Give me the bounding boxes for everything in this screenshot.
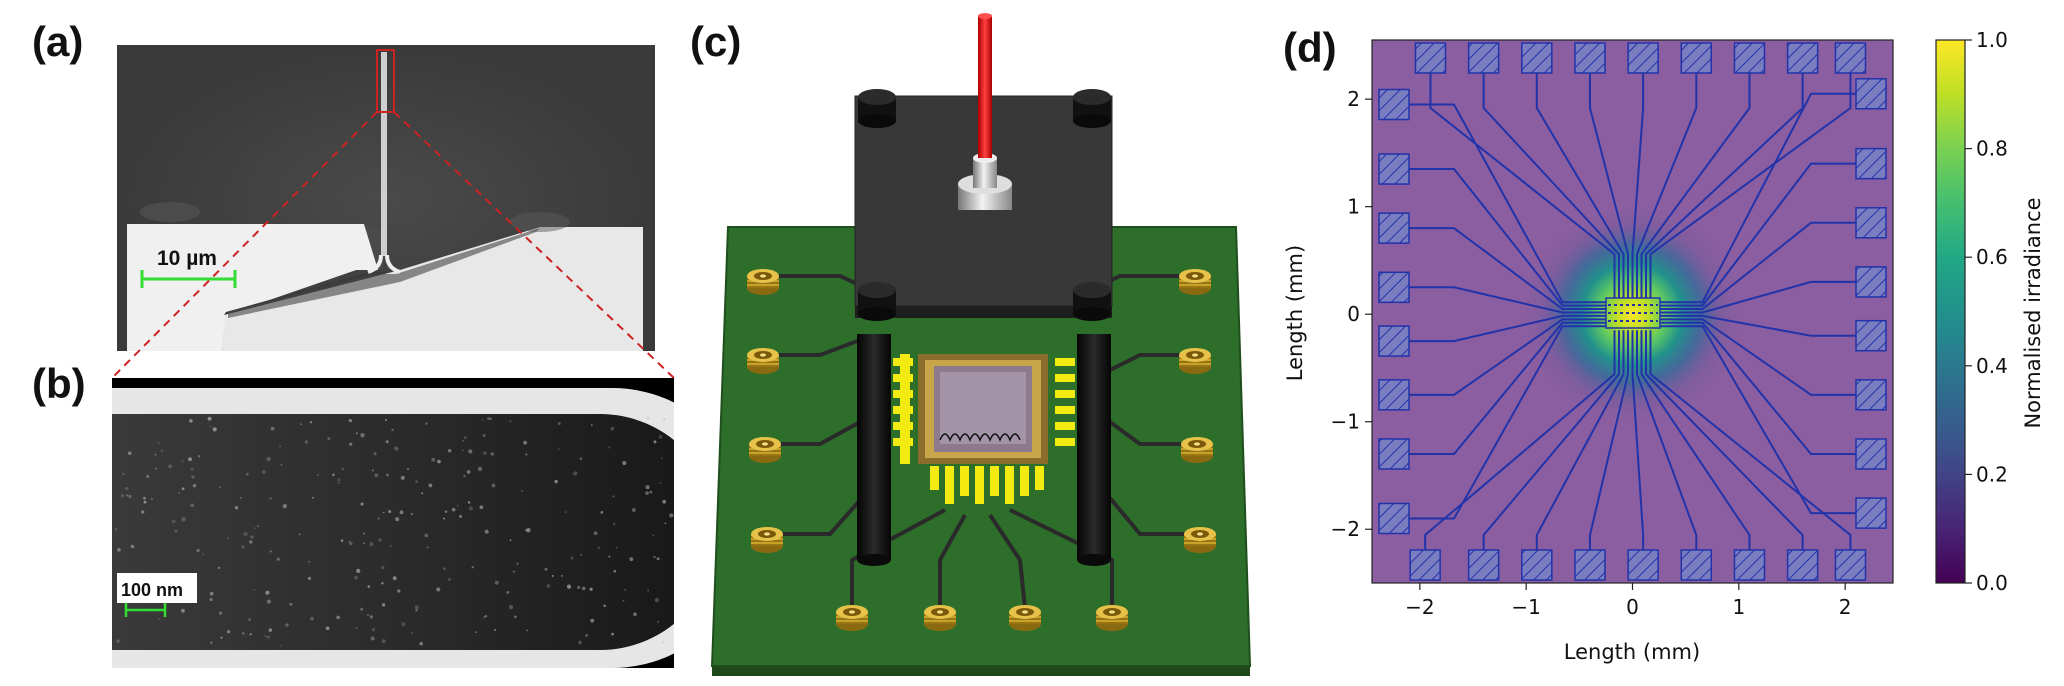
center-electrodes <box>1605 297 1661 329</box>
sma-connector <box>749 437 781 463</box>
corner-posts <box>858 89 1111 321</box>
colorbar-tick-label: 0.6 <box>1976 245 2008 269</box>
contact-pad-bottom <box>1409 549 1441 581</box>
contact-pad-top <box>1467 42 1500 74</box>
colorbar: 0.0 0.2 0.4 0.6 0.8 1.0 Normalised irradiance <box>1935 28 2045 595</box>
x-tick-label: −2 <box>1405 595 1434 619</box>
contact-pad-bottom <box>1733 549 1766 581</box>
sma-connector <box>1179 348 1211 374</box>
contact-pad-top <box>1786 42 1819 74</box>
colorbar-tick-label: 0.8 <box>1976 137 2008 161</box>
contact-pad-top <box>1733 42 1766 74</box>
sma-connector <box>836 605 868 631</box>
pcb-traces <box>763 274 1200 609</box>
panel-b-letter: (b) <box>32 360 86 407</box>
contact-pad-bottom <box>1467 549 1500 581</box>
x-tick-label: 2 <box>1839 595 1852 619</box>
contact-pad-bottom <box>1680 549 1713 581</box>
contact-pad-right <box>1855 379 1887 411</box>
x-tick-label: 1 <box>1732 595 1745 619</box>
contact-pad-left <box>1378 438 1410 470</box>
device-render <box>710 13 1252 676</box>
y-axis-label: Length (mm) <box>1283 245 1307 381</box>
sem-image-b <box>112 378 674 668</box>
beam-spot <box>1520 202 1745 426</box>
contact-pad-top <box>1521 42 1553 74</box>
electrode-right <box>222 227 643 351</box>
y-tick-label: 1 <box>1347 195 1360 219</box>
contact-pad-bottom <box>1627 549 1659 581</box>
sma-connector <box>1181 437 1213 463</box>
contact-pad-right <box>1855 266 1887 298</box>
contact-pad-top <box>1627 42 1659 74</box>
irradiance-plot: −2 −1 0 1 2 2 1 0 −1 −2 Length (mm) Length (mm) <box>1283 39 1894 664</box>
sma-connector <box>747 348 779 374</box>
sma-connector <box>924 605 956 631</box>
sma-connector <box>1009 605 1041 631</box>
contact-pad-right <box>1855 319 1887 352</box>
zoom-box <box>376 49 395 113</box>
sem-image-a <box>117 45 655 351</box>
panel-c-letter: (c) <box>690 18 742 65</box>
contact-pad-left <box>1378 153 1410 185</box>
y-tick-label: −1 <box>1331 410 1360 434</box>
pillar-right <box>1077 334 1111 560</box>
contact-pad-right <box>1855 207 1887 239</box>
sma-connector <box>1096 605 1128 631</box>
x-tick-label: −1 <box>1511 595 1540 619</box>
contact-pad-right <box>1855 497 1887 529</box>
contact-pad-left <box>1378 379 1410 411</box>
contact-pad-left <box>1378 88 1410 121</box>
x-axis-label: Length (mm) <box>1564 640 1700 664</box>
colorbar-tick-label: 0.4 <box>1976 354 2008 378</box>
sma-connectors <box>747 269 1216 631</box>
pillar-left <box>857 334 891 560</box>
colorbar-tick-label: 0.2 <box>1976 462 2008 486</box>
contact-pad-left <box>1378 212 1410 244</box>
scale-bar-b-label: 100 nm <box>121 580 183 600</box>
contact-pad-right <box>1855 438 1887 470</box>
y-tick-label: −2 <box>1331 517 1360 541</box>
contact-pad-top <box>1414 42 1447 74</box>
sma-connector <box>1179 269 1211 295</box>
sma-connector <box>751 527 783 553</box>
contact-pad-left <box>1378 325 1410 357</box>
panel-d-letter: (d) <box>1283 24 1337 71</box>
contact-pad-bottom <box>1786 549 1819 581</box>
y-tick-label: 2 <box>1347 87 1360 111</box>
panel-a-letter: (a) <box>32 18 84 65</box>
colorbar-tick-label: 0.0 <box>1976 571 2008 595</box>
nanowire <box>381 52 387 256</box>
colorbar-gradient <box>1935 39 1966 584</box>
x-tick-label: 0 <box>1626 595 1639 619</box>
chip-pads <box>893 358 1075 504</box>
contact-pad-bottom <box>1521 549 1553 581</box>
contact-pad-left <box>1378 502 1410 535</box>
contact-pad-top <box>1834 42 1867 74</box>
zoom-line-left <box>111 111 378 379</box>
contact-pad-bottom <box>1574 549 1606 581</box>
optical-fiber <box>978 16 992 158</box>
colorbar-tick-label: 1.0 <box>1976 28 2008 52</box>
sma-connector <box>1184 527 1216 553</box>
contact-pad-right <box>1855 78 1887 110</box>
sma-connector <box>747 269 779 295</box>
contact-pad-right <box>1855 147 1887 180</box>
contact-pad-top <box>1574 42 1606 74</box>
contact-pad-left <box>1378 271 1410 304</box>
colorbar-label: Normalised irradiance <box>2021 197 2045 428</box>
contact-pad-bottom <box>1834 549 1867 581</box>
y-tick-label: 0 <box>1347 302 1360 326</box>
contact-pad-top <box>1680 42 1713 74</box>
scale-bar-a-label: 10 µm <box>157 247 217 270</box>
